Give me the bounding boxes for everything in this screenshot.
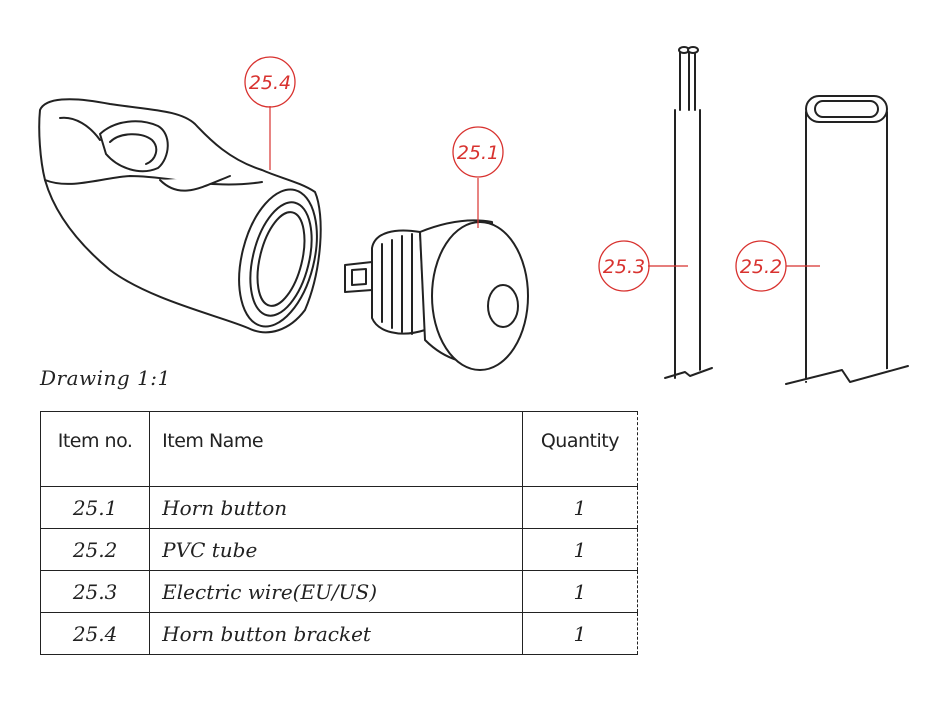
electric-wire — [664, 46, 713, 379]
callout-25-2-label: 25.2 — [740, 256, 782, 278]
row-item-no: 25.2 — [39, 528, 151, 571]
row-item-name: Horn button bracket — [149, 612, 523, 655]
table-row: 25.1 Horn button 1 — [39, 486, 639, 529]
horn-button-bracket — [38, 98, 322, 334]
pvc-tube — [785, 95, 909, 385]
row-item-name: Electric wire(EU/US) — [149, 570, 523, 613]
row-quantity: 1 — [521, 528, 639, 571]
header-item-name: Item Name — [149, 411, 523, 487]
callout-25-1: 25.1 — [452, 126, 504, 178]
header-item-no: Item no. — [39, 411, 151, 487]
horn-button — [344, 219, 529, 371]
row-item-name: PVC tube — [149, 528, 523, 571]
header-quantity: Quantity — [521, 411, 639, 487]
callout-25-3: 25.3 — [598, 240, 650, 292]
row-item-name: Horn button — [149, 486, 523, 529]
table-row: 25.4 Horn button bracket 1 — [39, 612, 639, 655]
table-header-row: Item no. Item Name Quantity — [39, 411, 639, 487]
callout-25-2: 25.2 — [735, 240, 787, 292]
row-item-no: 25.3 — [39, 570, 151, 613]
callout-25-4: 25.4 — [244, 56, 296, 108]
table-row: 25.3 Electric wire(EU/US) 1 — [39, 570, 639, 613]
row-quantity: 1 — [521, 570, 639, 613]
row-item-no: 25.4 — [39, 612, 151, 655]
row-quantity: 1 — [521, 486, 639, 529]
callout-25-1-label: 25.1 — [457, 142, 499, 164]
drawing-caption: Drawing 1:1 — [40, 366, 171, 390]
callout-25-3-label: 25.3 — [603, 256, 645, 278]
callout-25-4-label: 25.4 — [249, 72, 291, 94]
table-row: 25.2 PVC tube 1 — [39, 528, 639, 571]
row-quantity: 1 — [521, 612, 639, 655]
bill-of-materials-table: Item no. Item Name Quantity 25.1 Horn bu… — [39, 411, 639, 655]
row-item-no: 25.1 — [39, 486, 151, 529]
